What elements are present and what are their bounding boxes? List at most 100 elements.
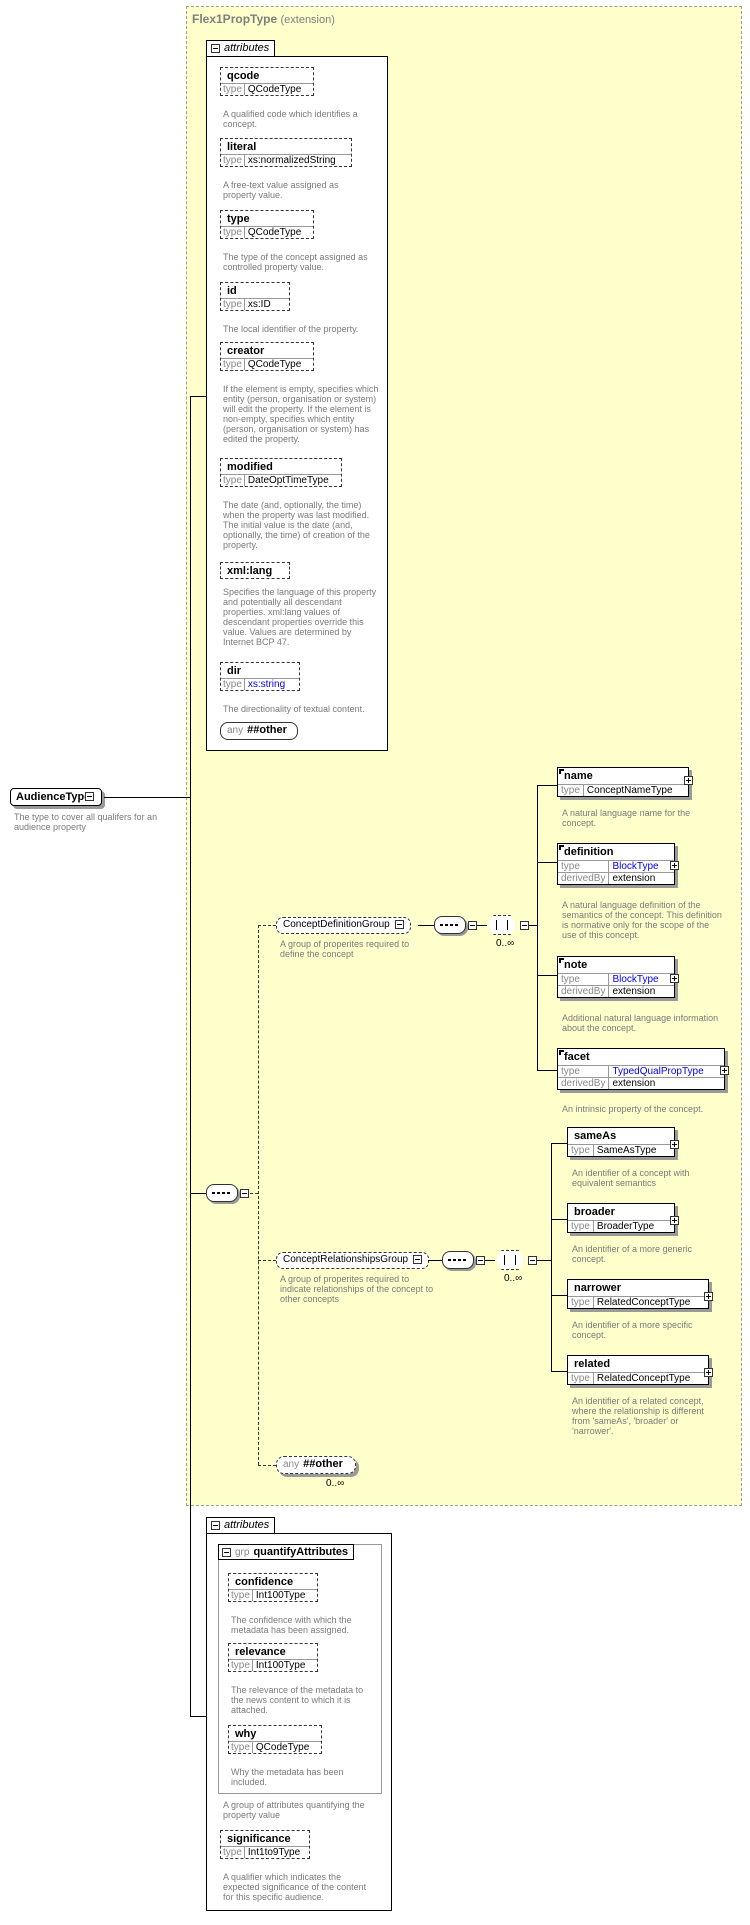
element-description: A natural language name for the concept. <box>562 808 691 828</box>
connector <box>190 396 191 1716</box>
element-description: An identifier of a concept with equivale… <box>572 1168 690 1188</box>
root-description: The type to cover all qualifers for an a… <box>14 812 158 832</box>
attribute-description: The directionality of textual content. <box>223 704 365 714</box>
attributes-tab[interactable]: attributes <box>206 1517 276 1533</box>
attribute-description: The relevance of the metadata to the new… <box>231 1685 364 1715</box>
connector <box>250 1193 258 1194</box>
connector <box>190 1716 206 1717</box>
collapse-icon[interactable] <box>394 919 404 929</box>
element-type: RelatedConceptType <box>593 1372 708 1384</box>
attribute-name: type <box>227 213 250 225</box>
element-type: RelatedConceptType <box>593 1296 708 1308</box>
element-type[interactable]: BlockType <box>608 860 674 873</box>
concept-relationships-group[interactable]: ConceptRelationshipsGroup <box>276 1252 429 1269</box>
type-label: type <box>221 679 245 690</box>
expand-icon[interactable] <box>684 776 693 785</box>
expand-icon[interactable] <box>720 1066 729 1075</box>
collapse-icon[interactable] <box>211 1520 220 1530</box>
expand-icon[interactable] <box>670 861 679 870</box>
connector <box>428 1260 442 1261</box>
type-label: type <box>221 359 245 370</box>
collapse-icon[interactable] <box>468 921 477 930</box>
element-type: BroaderType <box>593 1220 674 1232</box>
occurrence-label: 0..∞ <box>504 1273 523 1284</box>
collapse-icon[interactable] <box>240 1189 249 1198</box>
sequence-compositor <box>206 1184 238 1202</box>
element-label: sameAs <box>574 1130 617 1142</box>
attribute-type: QCodeType <box>247 359 302 370</box>
collapse-icon[interactable] <box>222 1547 231 1557</box>
connector <box>190 1193 206 1194</box>
type-label: type <box>229 1742 253 1753</box>
collapse-icon[interactable] <box>412 1254 422 1264</box>
collapse-icon[interactable] <box>211 43 220 53</box>
concept-definition-group[interactable]: ConceptDefinitionGroup <box>276 917 411 934</box>
attribute-type[interactable]: xs:string <box>247 679 286 690</box>
element-type[interactable]: TypedQualPropType <box>608 1065 724 1078</box>
collapse-icon[interactable] <box>85 792 94 801</box>
expand-icon[interactable] <box>670 1140 679 1149</box>
group-description: A group of properites required to define… <box>280 939 410 959</box>
element-type[interactable]: BlockType <box>608 973 674 986</box>
connector <box>258 1260 276 1261</box>
attribute-type: QCodeType <box>247 227 302 238</box>
collapse-icon[interactable] <box>476 1256 485 1265</box>
element-derived-by: extension <box>608 985 674 997</box>
connector <box>537 975 557 976</box>
attribute-type: QCodeType <box>247 84 302 95</box>
any-other-element[interactable]: any##other <box>276 1456 356 1474</box>
attributes-box <box>206 56 388 751</box>
connector <box>537 785 538 1070</box>
element-description: Additional natural language information … <box>562 1013 719 1033</box>
expand-icon[interactable] <box>704 1368 713 1377</box>
connector <box>537 1260 551 1261</box>
attribute-xml-lang[interactable]: xml:lang <box>220 562 290 579</box>
attribute-name: creator <box>227 345 265 357</box>
connector <box>258 925 276 926</box>
expand-icon[interactable] <box>704 1292 713 1301</box>
any-other-attribute[interactable]: any##other <box>220 722 298 740</box>
attribute-type: Int1to9Type <box>247 1847 301 1858</box>
attributes-tab[interactable]: attributes <box>206 40 276 56</box>
collapse-icon[interactable] <box>520 921 529 930</box>
connector <box>258 1465 276 1466</box>
element-description: An identifier of a related concept, wher… <box>572 1396 704 1436</box>
element-label: definition <box>564 846 614 858</box>
expand-icon[interactable] <box>670 974 679 983</box>
attribute-description: The type of the concept assigned as cont… <box>223 252 368 272</box>
expand-icon[interactable] <box>670 1216 679 1225</box>
collapse-icon[interactable] <box>528 1256 537 1265</box>
element-label: narrower <box>574 1282 622 1294</box>
type-label: type <box>229 1660 253 1671</box>
attribute-description: The local identifier of the property. <box>223 324 359 334</box>
type-label: type <box>221 227 245 238</box>
occurrence-label: 0..∞ <box>326 1478 345 1489</box>
element-label: facet <box>564 1051 590 1063</box>
attribute-description: Specifies the language of this property … <box>223 587 377 647</box>
sequence-compositor <box>442 1251 474 1269</box>
connector <box>551 1295 567 1296</box>
type-label: type <box>221 84 245 95</box>
root-element[interactable]: AudienceType <box>10 788 102 806</box>
type-label: type <box>229 1590 253 1601</box>
